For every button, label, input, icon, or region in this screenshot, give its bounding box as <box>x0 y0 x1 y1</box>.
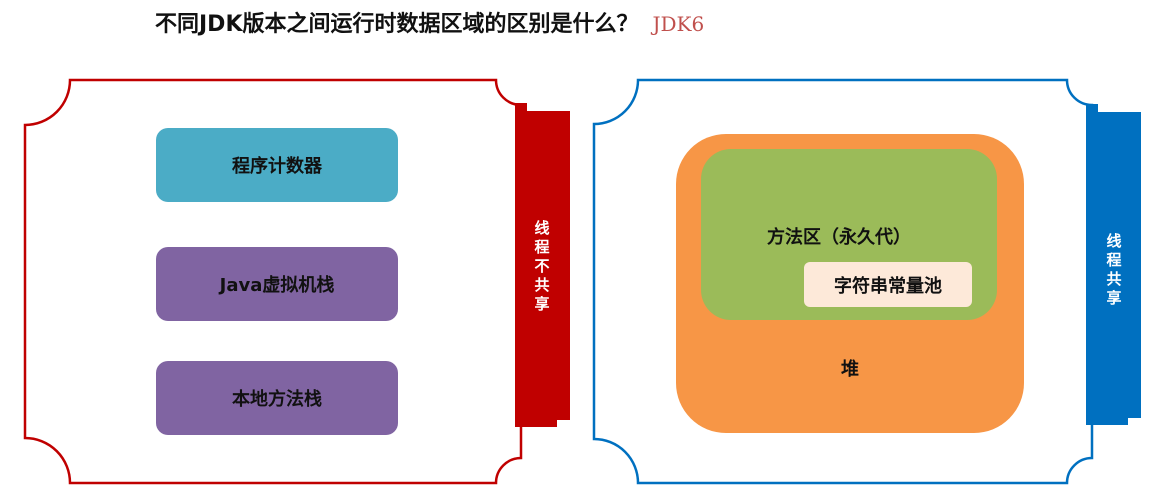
thread-private-ribbon <box>515 103 570 427</box>
program-counter-box: 程序计数器 <box>156 128 398 202</box>
thread-private-char: 不 <box>534 257 550 275</box>
method-area-label: 方法区（永久代） <box>767 227 911 248</box>
thread-private-char: 共 <box>534 276 550 294</box>
string-constant-pool-label: 字符串常量池 <box>834 275 942 297</box>
string-constant-pool-box: 字符串常量池 <box>804 262 972 307</box>
thread-private-char: 享 <box>534 295 550 313</box>
thread-shared-char: 线 <box>1106 232 1122 250</box>
thread-shared-ribbon <box>1086 104 1141 425</box>
page-title: 不同JDK版本之间运行时数据区域的区别是什么？ JDK6 <box>155 6 704 40</box>
thread-private-char: 线 <box>534 219 550 237</box>
native-method-stack-box: 本地方法栈 <box>156 361 398 435</box>
jvm-stack-label: Java虚拟机栈 <box>219 275 335 296</box>
thread-private-label: 线 程 不 共 享 <box>529 219 555 314</box>
thread-shared-char: 程 <box>1106 251 1122 269</box>
thread-shared-char: 享 <box>1106 289 1122 307</box>
thread-shared-label: 线 程 共 享 <box>1101 232 1127 308</box>
heap-label: 堆 <box>841 359 859 380</box>
program-counter-label: 程序计数器 <box>232 156 322 177</box>
thread-private-char: 程 <box>534 238 550 256</box>
thread-shared-char: 共 <box>1106 270 1122 288</box>
native-method-stack-label: 本地方法栈 <box>232 389 322 410</box>
jvm-stack-box: Java虚拟机栈 <box>156 247 398 321</box>
title-question: 不同JDK版本之间运行时数据区域的区别是什么？ <box>155 12 639 37</box>
jdk-version-tag: JDK6 <box>652 12 705 36</box>
